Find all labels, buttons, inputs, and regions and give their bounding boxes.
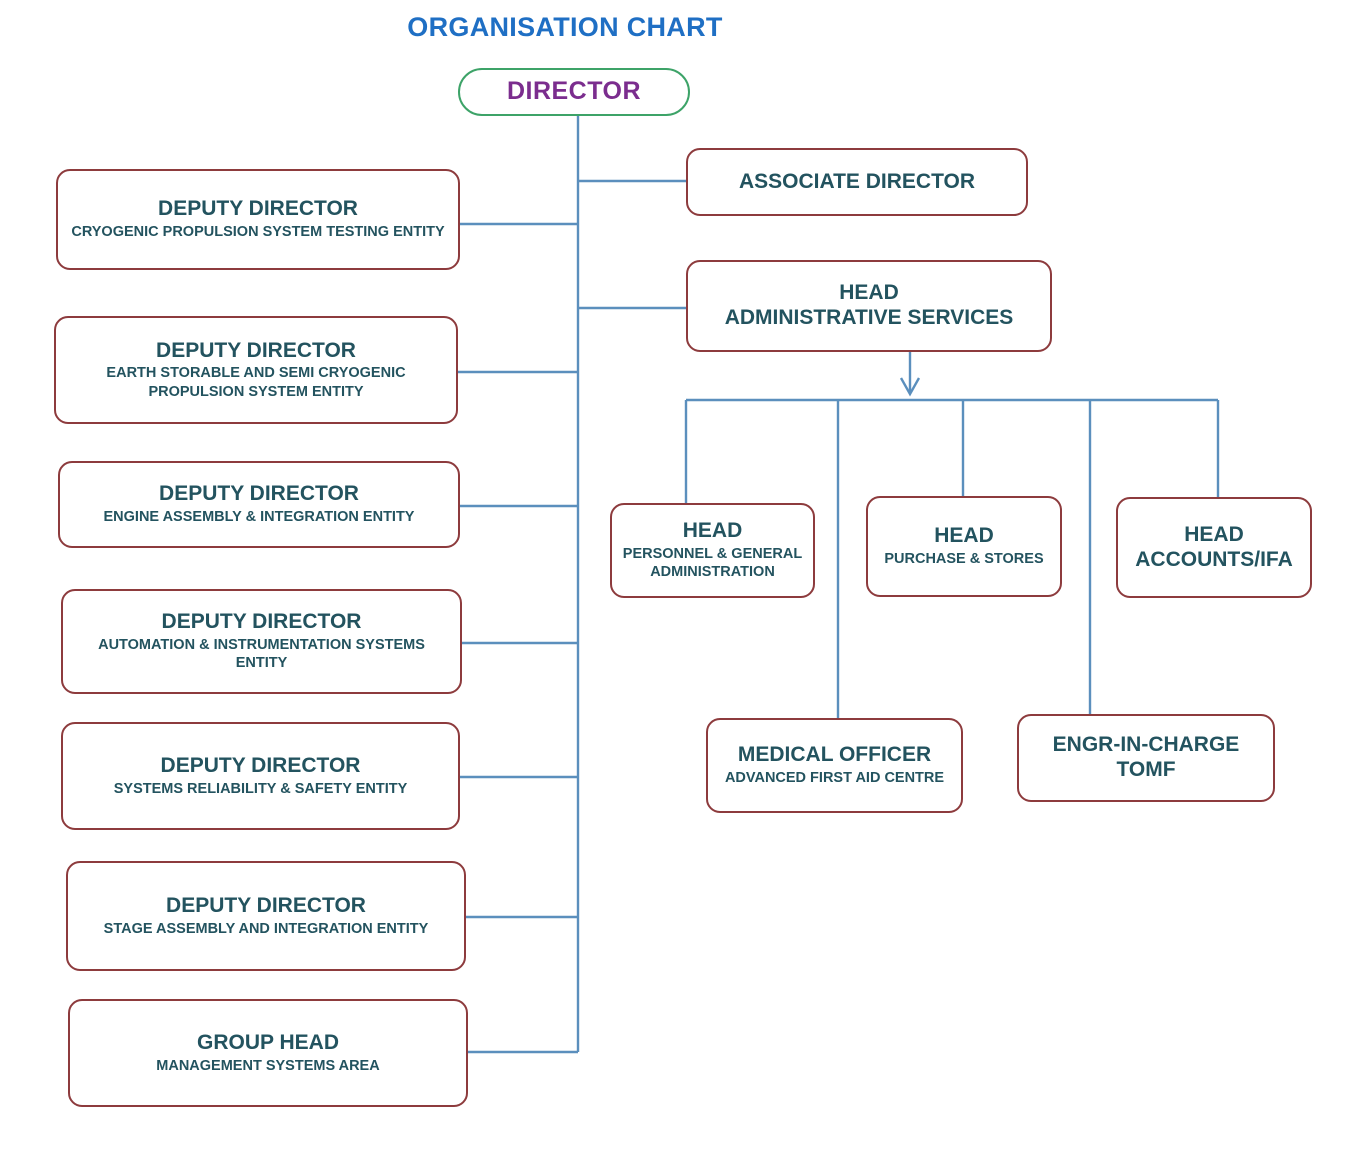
node-dd-cryogenic-title: DEPUTY DIRECTOR — [158, 197, 358, 221]
node-associate-director-title: ASSOCIATE DIRECTOR — [738, 169, 976, 193]
node-head-accounts-subtitle: ACCOUNTS/IFA — [1135, 547, 1293, 571]
node-dd-stage-assembly-subtitle: STAGE ASSEMBLY AND INTEGRATION ENTITY — [103, 920, 429, 937]
node-associate-director[interactable]: ASSOCIATE DIRECTOR — [686, 148, 1028, 216]
page-title: ORGANISATION CHART — [407, 12, 723, 42]
node-dd-earth-storable-title: DEPUTY DIRECTOR — [156, 338, 356, 362]
node-head-admin-services[interactable]: HEAD ADMINISTRATIVE SERVICES — [686, 260, 1052, 352]
node-medical-officer-title: MEDICAL OFFICER — [737, 743, 932, 767]
node-director[interactable]: DIRECTOR — [458, 68, 690, 116]
node-dd-earth-storable[interactable]: DEPUTY DIRECTOR EARTH STORABLE AND SEMI … — [54, 316, 458, 424]
node-dd-automation[interactable]: DEPUTY DIRECTOR AUTOMATION & INSTRUMENTA… — [61, 589, 462, 694]
node-head-admin-services-subtitle: ADMINISTRATIVE SERVICES — [724, 306, 1014, 329]
node-dd-engine-assembly-subtitle: ENGINE ASSEMBLY & INTEGRATION ENTITY — [103, 509, 415, 526]
node-dd-stage-assembly-title: DEPUTY DIRECTOR — [166, 893, 366, 917]
node-director-title: DIRECTOR — [506, 77, 642, 106]
arrow-head-admin — [899, 377, 921, 397]
node-dd-cryogenic-subtitle: CRYOGENIC PROPULSION SYSTEM TESTING ENTI… — [71, 224, 445, 241]
node-head-accounts[interactable]: HEAD ACCOUNTS/IFA — [1116, 497, 1312, 598]
node-dd-automation-title: DEPUTY DIRECTOR — [161, 610, 362, 634]
node-dd-automation-subtitle: AUTOMATION & INSTRUMENTATION SYSTEMS ENT… — [98, 636, 425, 672]
node-dd-reliability[interactable]: DEPUTY DIRECTOR SYSTEMS RELIABILITY & SA… — [61, 722, 460, 830]
node-engr-in-charge-title: ENGR-IN-CHARGE — [1052, 733, 1240, 757]
node-head-personnel-subtitle: PERSONNEL & GENERAL ADMINISTRATION — [622, 545, 803, 581]
node-dd-stage-assembly[interactable]: DEPUTY DIRECTOR STAGE ASSEMBLY AND INTEG… — [66, 861, 466, 971]
node-engr-in-charge[interactable]: ENGR-IN-CHARGE TOMF — [1017, 714, 1275, 802]
node-dd-reliability-title: DEPUTY DIRECTOR — [160, 753, 361, 777]
node-head-purchase-subtitle: PURCHASE & STORES — [884, 551, 1044, 568]
node-group-head-title: GROUP HEAD — [197, 1030, 339, 1054]
node-group-head-subtitle: MANAGEMENT SYSTEMS AREA — [156, 1057, 380, 1074]
node-engr-in-charge-subtitle: TOMF — [1116, 758, 1176, 781]
node-dd-cryogenic[interactable]: DEPUTY DIRECTOR CRYOGENIC PROPULSION SYS… — [56, 169, 460, 270]
node-head-personnel-title: HEAD — [682, 519, 743, 543]
node-head-admin-services-title: HEAD — [839, 281, 899, 305]
node-head-purchase[interactable]: HEAD PURCHASE & STORES — [866, 496, 1062, 597]
node-head-accounts-title: HEAD — [1184, 522, 1244, 546]
node-dd-engine-assembly[interactable]: DEPUTY DIRECTOR ENGINE ASSEMBLY & INTEGR… — [58, 461, 460, 548]
node-head-purchase-title: HEAD — [934, 524, 994, 548]
node-dd-earth-storable-subtitle: EARTH STORABLE AND SEMI CRYOGENIC PROPUL… — [106, 365, 406, 400]
node-group-head[interactable]: GROUP HEAD MANAGEMENT SYSTEMS AREA — [68, 999, 468, 1107]
node-head-personnel[interactable]: HEAD PERSONNEL & GENERAL ADMINISTRATION — [610, 503, 815, 598]
node-medical-officer[interactable]: MEDICAL OFFICER ADVANCED FIRST AID CENTR… — [706, 718, 963, 813]
node-medical-officer-subtitle: ADVANCED FIRST AID CENTRE — [724, 770, 945, 787]
node-dd-reliability-subtitle: SYSTEMS RELIABILITY & SAFETY ENTITY — [113, 780, 408, 797]
node-dd-engine-assembly-title: DEPUTY DIRECTOR — [159, 482, 359, 506]
